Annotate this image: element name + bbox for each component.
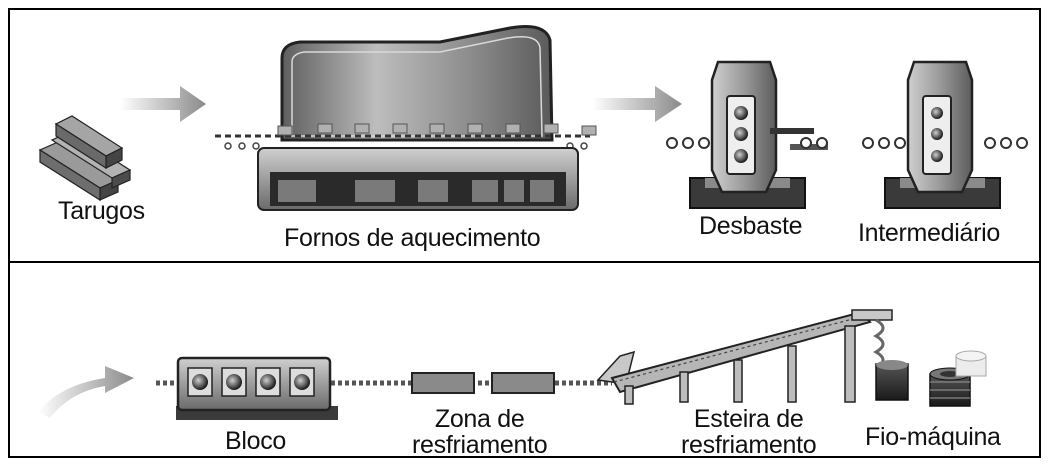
cooling-conveyor-icon	[596, 309, 893, 405]
block-mill-icon	[176, 356, 338, 420]
label-furnace: Fornos de aquecimento	[284, 224, 541, 252]
label-cooling-conveyor: Esteira de resfriamento	[681, 405, 817, 460]
furnace-icon	[215, 25, 597, 211]
flow-arrow-3	[38, 366, 134, 418]
label-wire-rod: Fio-máquina	[865, 423, 1001, 451]
wire-coil-light-icon	[955, 350, 987, 377]
cooling-box-1	[411, 372, 475, 394]
label-billets: Tarugos	[58, 197, 145, 225]
flow-arrow-2	[592, 86, 682, 122]
label-cooling-zone-line1: Zona de	[434, 405, 525, 433]
label-cooling-conveyor-line1: Esteira de	[693, 405, 804, 433]
label-cooling-zone: Zona de resfriamento	[412, 405, 548, 460]
cooling-box-2	[491, 372, 555, 394]
rolling-dots-1	[666, 137, 710, 149]
intermediate-stand-icon	[884, 60, 1001, 209]
billets-icon	[38, 115, 132, 202]
rolling-dots-4	[984, 137, 1028, 149]
label-cooling-zone-line2: resfriamento	[412, 431, 548, 460]
rolling-dots-3	[862, 137, 906, 149]
outer-border	[8, 8, 1041, 458]
flow-arrow-1	[120, 86, 206, 122]
label-intermediate: Intermediário	[858, 219, 1000, 247]
label-roughing: Desbaste	[699, 212, 803, 240]
roughing-stand-icon	[689, 60, 828, 209]
wire-coil-icon	[929, 367, 971, 407]
label-block: Bloco	[225, 427, 287, 455]
label-cooling-conveyor-line2: resfriamento	[681, 431, 817, 460]
laying-head-icon	[872, 318, 909, 401]
rolling-dots-2	[800, 137, 828, 149]
